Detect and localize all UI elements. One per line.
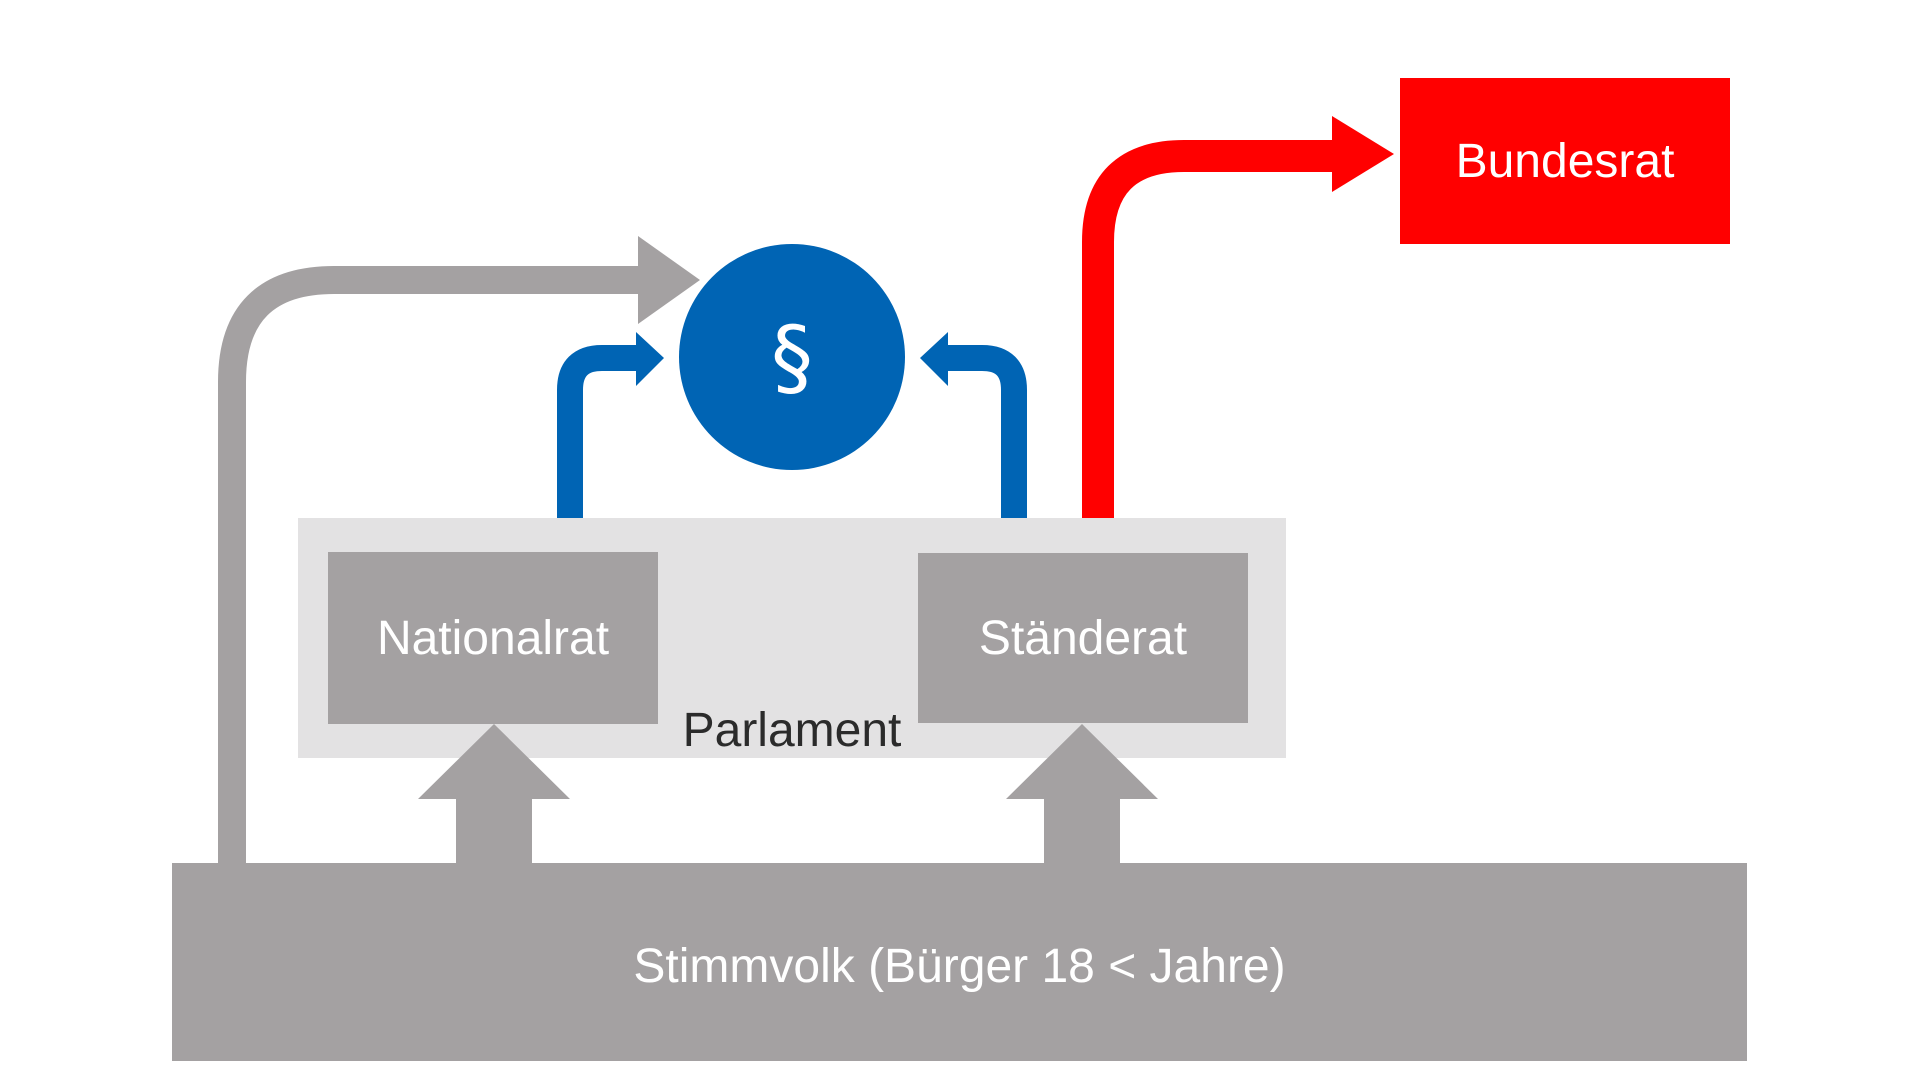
nationalrat-box: [328, 552, 658, 724]
stimmvolk-to-law-arrowhead: [638, 236, 700, 324]
parlament-to-bundesrat-arrow: [1082, 140, 1336, 518]
law-circle: [679, 244, 905, 470]
staenderat-label: Ständerat: [978, 611, 1188, 665]
stimmvolk-to-nationalrat-arrow: [418, 724, 570, 866]
nationalrat-to-law-arrow: [557, 345, 640, 518]
staenderat-to-law-arrow: [946, 345, 1027, 518]
nationalrat-label: Nationalrat: [376, 611, 610, 665]
bundesrat-label: Bundesrat: [1455, 134, 1675, 188]
parlament-label: Parlament: [682, 703, 902, 757]
stimmvolk-to-law-arrow: [218, 266, 640, 866]
stimmvolk-box: [172, 863, 1747, 1061]
stimmvolk-to-staenderat-arrow: [1006, 724, 1158, 866]
staenderat-to-law-arrowhead: [920, 332, 948, 386]
nationalrat-to-law-arrowhead: [636, 332, 664, 386]
bundesrat-box: [1400, 78, 1730, 244]
parlament-to-bundesrat-arrowhead: [1332, 116, 1394, 192]
paragraph-symbol: §: [771, 308, 813, 406]
stimmvolk-label: Stimmvolk (Bürger 18 < Jahre): [633, 939, 1286, 993]
staenderat-box: [918, 553, 1248, 723]
